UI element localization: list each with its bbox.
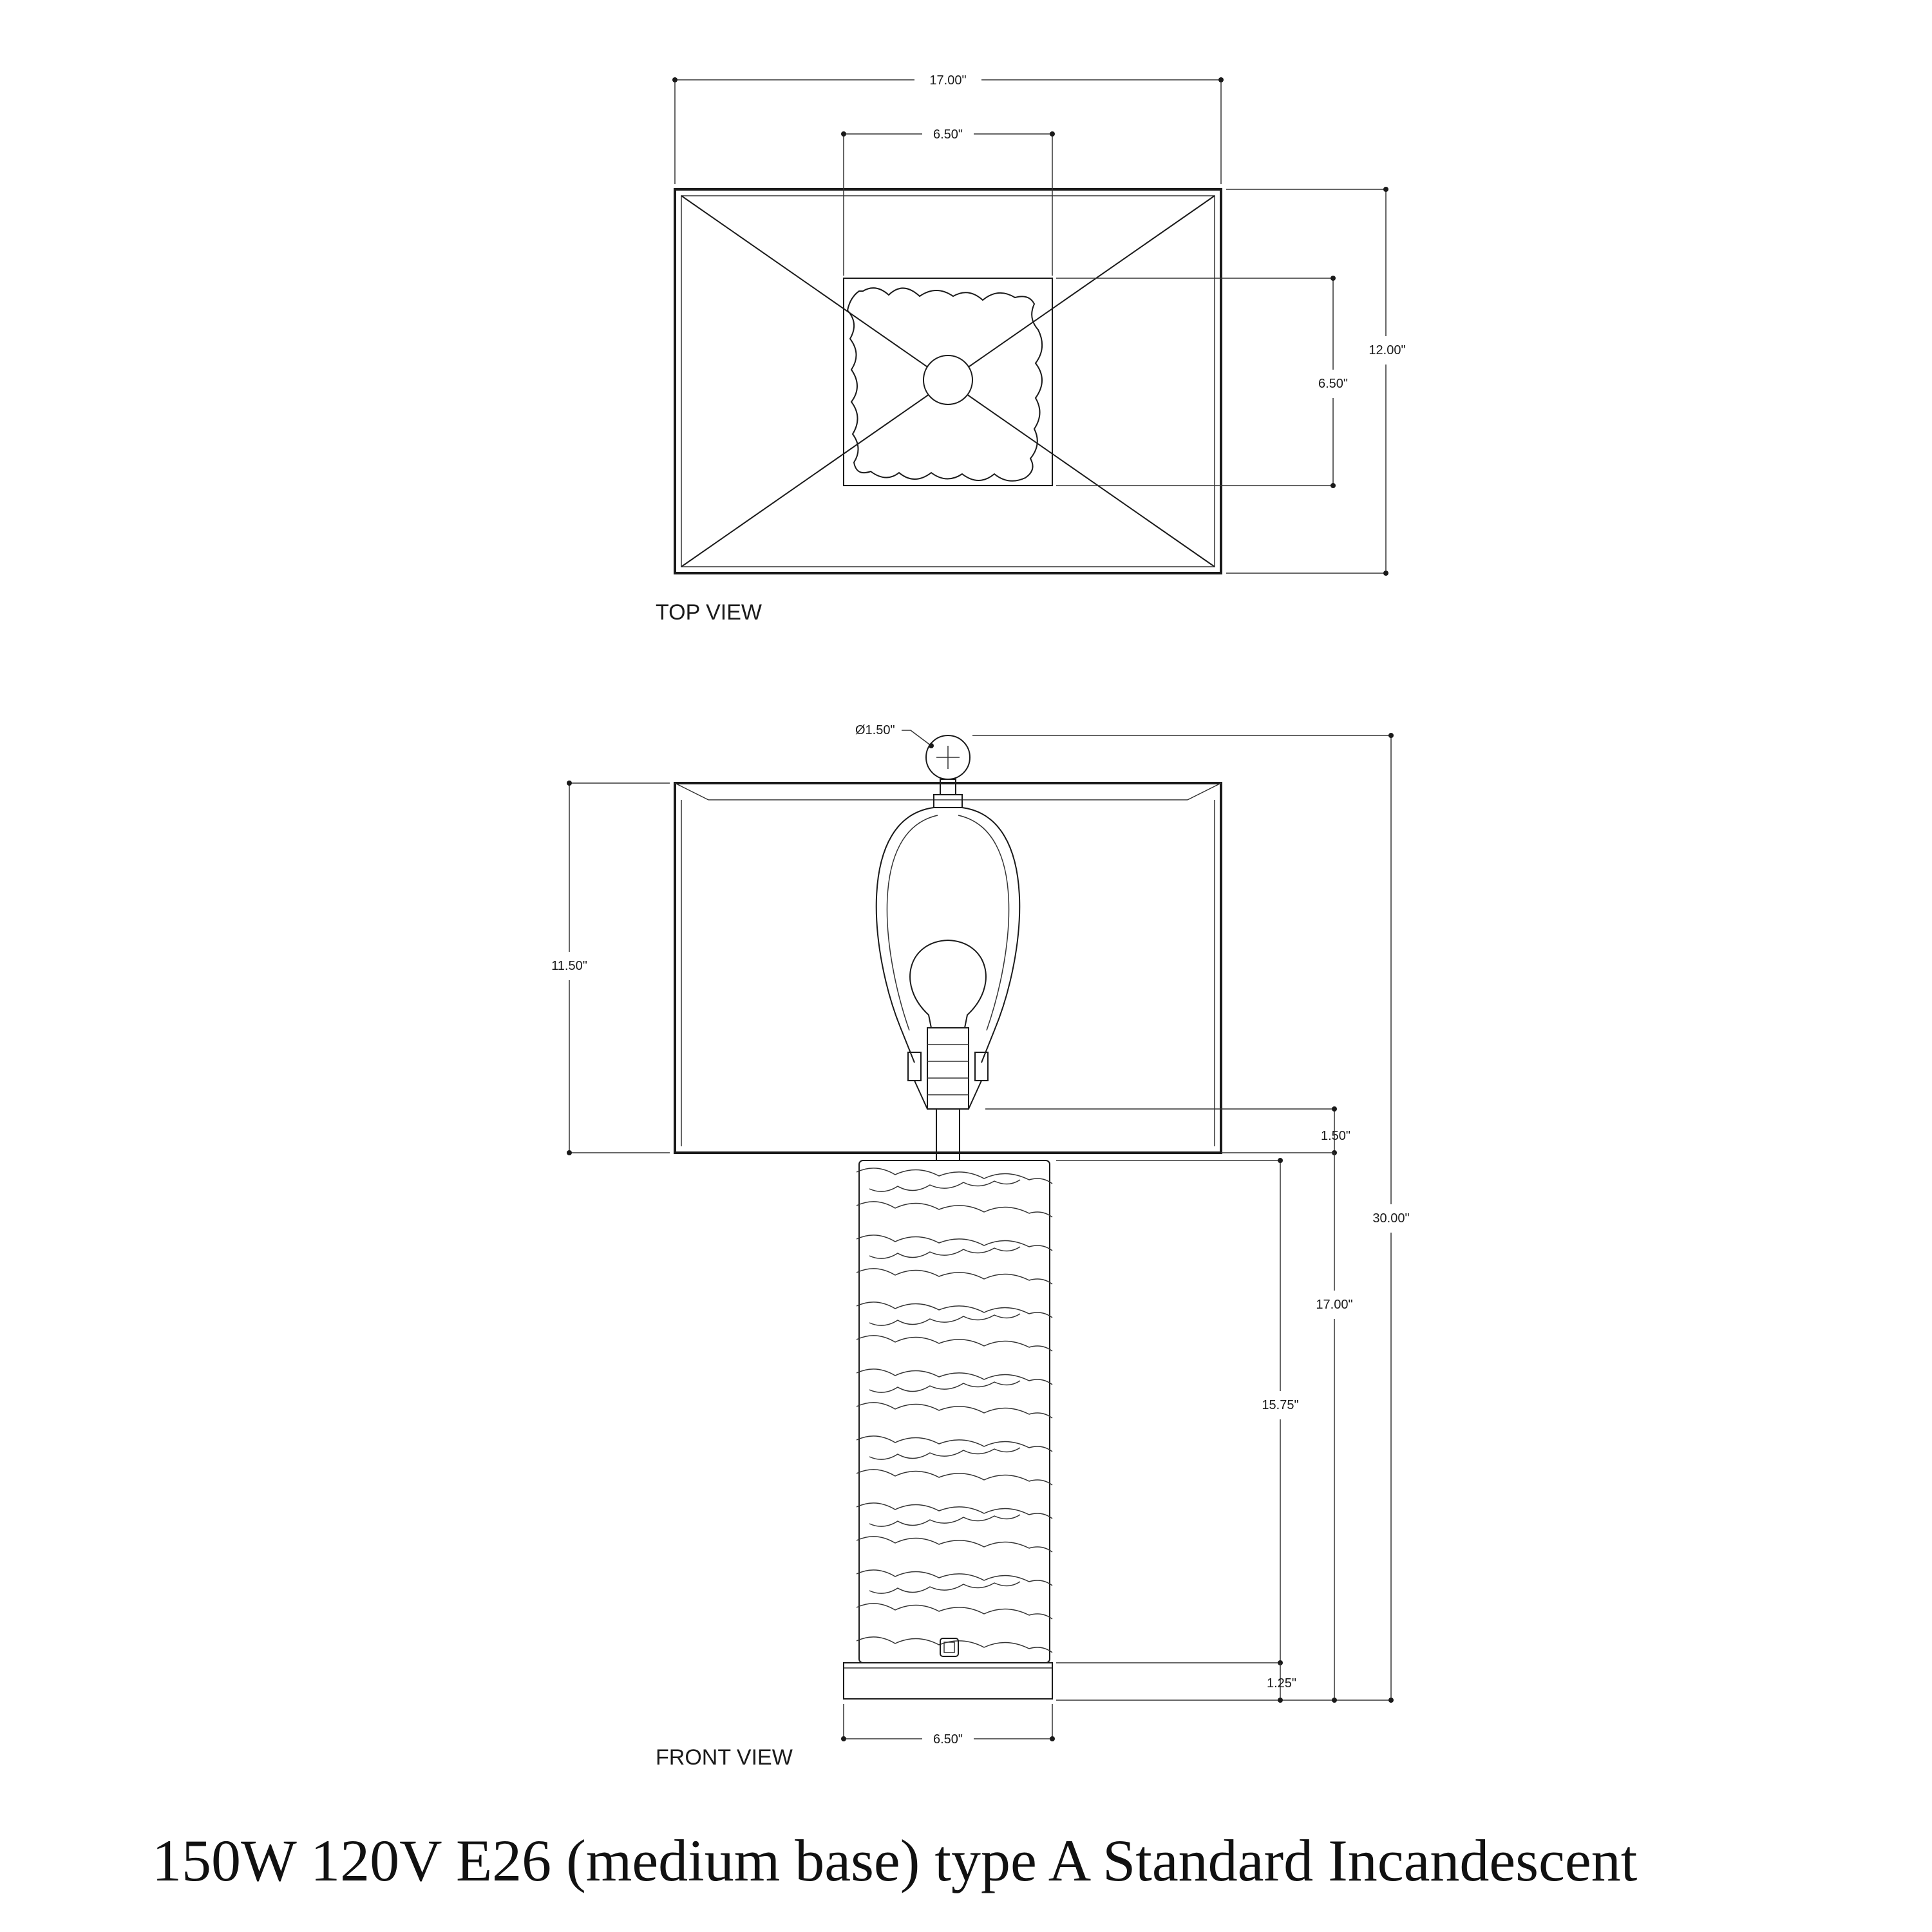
dim-top-width: 17.00" — [929, 73, 966, 88]
front-column-badge — [940, 1638, 959, 1657]
front-plinth — [843, 1662, 1053, 1700]
top-view-label: TOP VIEW — [656, 600, 762, 625]
top-base-texture — [846, 287, 1043, 482]
front-finial-stem — [940, 779, 956, 795]
front-socket — [927, 1027, 969, 1110]
front-harp-saddle — [933, 794, 963, 808]
dim-front-socket-offset: 1.50" — [1321, 1129, 1350, 1143]
top-finial-circle — [923, 355, 972, 404]
front-view-label: FRONT VIEW — [656, 1745, 793, 1770]
top-shade-inner — [681, 195, 1215, 567]
dim-top-base-depth: 6.50" — [1318, 377, 1348, 391]
top-finial-circle — [923, 355, 973, 405]
front-shade-rim — [1187, 782, 1222, 800]
dim-top-base-width: 6.50" — [933, 128, 963, 142]
front-shade — [674, 782, 1222, 1154]
dim-front-plinth-height: 1.25" — [1267, 1676, 1296, 1690]
front-bulb — [909, 939, 987, 1028]
dim-leader — [902, 730, 932, 746]
front-harp — [961, 807, 1021, 1063]
dim-top-depth: 12.00" — [1368, 343, 1405, 357]
dim-front-base-width: 6.50" — [933, 1732, 963, 1747]
dim-front-column-height: 15.75" — [1262, 1398, 1298, 1412]
top-view: 17.00" 6.50" 12.00" 6.50" TOP VIEW — [656, 73, 1406, 625]
dim-front-finial: Ø1.50" — [855, 723, 895, 737]
front-shade-rim — [674, 782, 709, 800]
dim-front-overall-height: 30.00" — [1372, 1211, 1409, 1226]
front-view: Ø1.50" 11.50" 30.00" 1.50" 17.00" — [551, 723, 1409, 1770]
dim-front-body-height: 17.00" — [1316, 1298, 1352, 1312]
front-column — [858, 1160, 1050, 1663]
front-harp-clip — [907, 1052, 922, 1081]
front-harp — [875, 807, 934, 1063]
top-base-square — [843, 278, 1053, 486]
front-harp-clip — [974, 1052, 989, 1081]
front-column-texture — [856, 1168, 1053, 1653]
dim-front-shade-height: 11.50" — [551, 959, 587, 973]
bulb-spec-caption: 150W 120V E26 (medium base) type A Stand… — [152, 1828, 1638, 1893]
top-shade-outer — [674, 188, 1222, 574]
